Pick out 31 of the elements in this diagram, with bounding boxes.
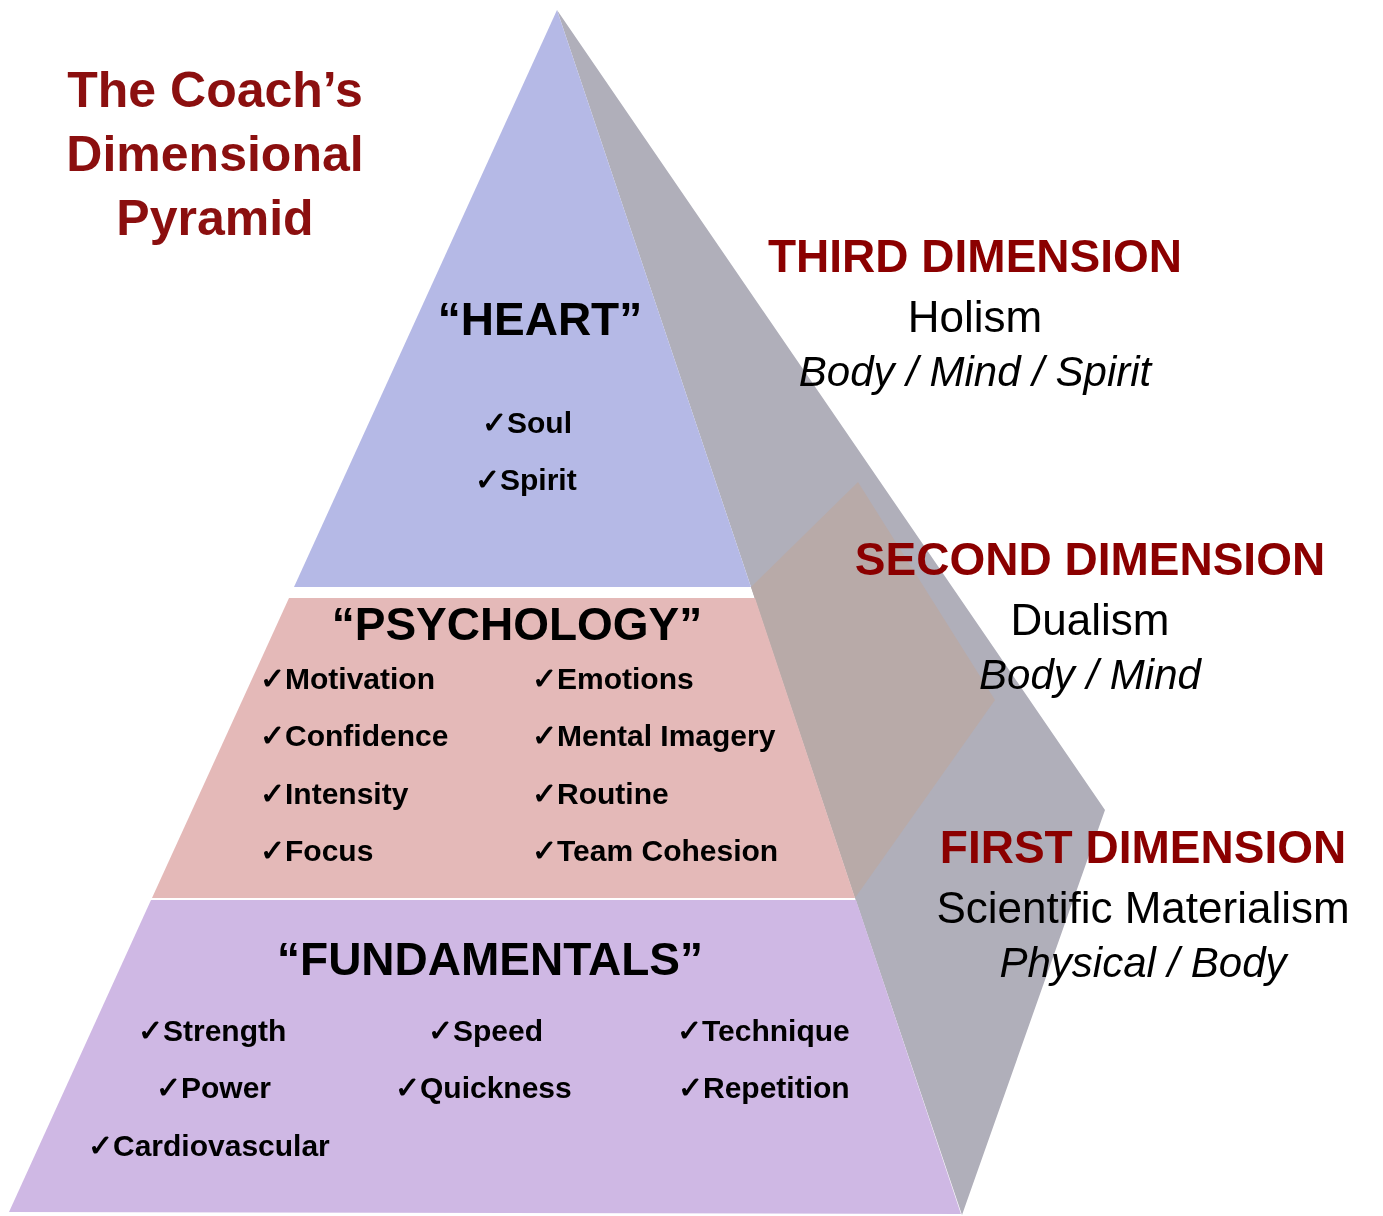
- checklist-item: ✓Motivation: [260, 661, 435, 697]
- checklist-item: ✓Spirit: [475, 462, 577, 498]
- checklist-item: ✓Cardiovascular: [88, 1128, 330, 1164]
- dimension-heading: THIRD DIMENSION: [768, 230, 1182, 284]
- checklist-item: ✓Intensity: [260, 776, 409, 812]
- dimension-heading: SECOND DIMENSION: [854, 533, 1326, 587]
- checklist-item: ✓Speed: [428, 1013, 544, 1049]
- checklist-item: ✓Soul: [482, 405, 572, 441]
- checklist-item: ✓Routine: [532, 776, 669, 812]
- checklist-item: ✓Confidence: [260, 718, 449, 754]
- checklist-item: ✓Technique: [677, 1013, 850, 1049]
- dimension-heading: FIRST DIMENSION: [939, 821, 1347, 875]
- checklist-item: ✓Emotions: [532, 661, 694, 697]
- dimension-name: Scientific Materialism: [936, 883, 1350, 935]
- pyramid-tier: [152, 598, 855, 898]
- dimension-description: Physical / Body: [999, 938, 1287, 987]
- checklist-item: ✓Team Cohesion: [532, 833, 779, 869]
- dimension-name: Holism: [907, 292, 1043, 344]
- checklist-item: ✓Quickness: [395, 1070, 572, 1106]
- checklist-item: ✓Repetition: [678, 1070, 850, 1106]
- tier-heading: “HEART”: [437, 293, 643, 347]
- checklist-item: ✓Power: [156, 1070, 272, 1106]
- dimension-description: Body / Mind / Spirit: [798, 347, 1152, 396]
- dimension-name: Dualism: [1010, 595, 1170, 647]
- checklist-item: ✓Strength: [138, 1013, 287, 1049]
- checklist-item: ✓Focus: [260, 833, 374, 869]
- title: The Coach’s Dimensional Pyramid: [65, 61, 365, 248]
- checklist-item: ✓Mental Imagery: [532, 718, 776, 754]
- dimension-description: Body / Mind: [979, 650, 1201, 699]
- tier-heading: “PSYCHOLOGY”: [331, 598, 703, 652]
- tier-heading: “FUNDAMENTALS”: [277, 933, 703, 987]
